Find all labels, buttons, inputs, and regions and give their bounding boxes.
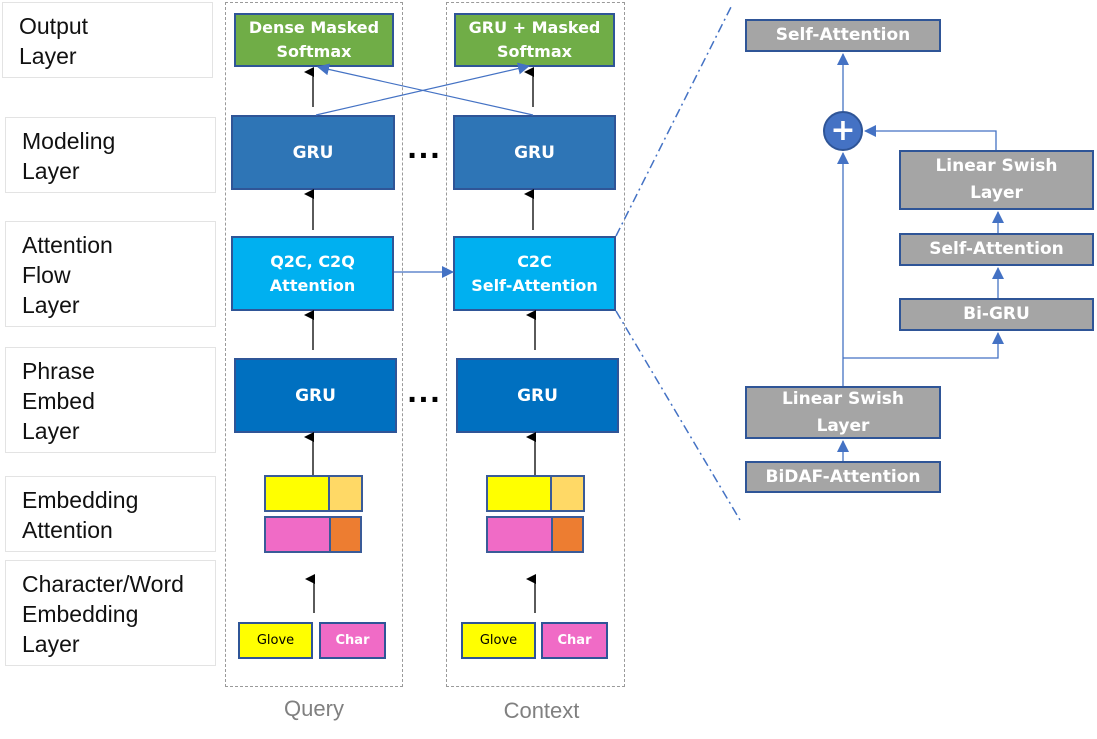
context-embedding-char-segment — [486, 516, 553, 553]
detail-self-attention-inner: Self-Attention — [899, 233, 1094, 266]
context-caption: Context — [503, 698, 580, 723]
layer-label-output: Output Layer — [2, 2, 213, 78]
context-column — [446, 2, 625, 687]
query-caption: Query — [284, 696, 344, 721]
zoom-line-top — [615, 6, 732, 237]
plus-icon: + — [823, 111, 863, 151]
query-modeling-gru: GRU — [231, 115, 395, 190]
layer-label-modeling: Modeling Layer — [5, 117, 216, 193]
context-modeling-gru: GRU — [453, 115, 616, 190]
context-phrase-gru: GRU — [456, 358, 619, 433]
detail-linear-swish-left: Linear Swish Layer — [745, 386, 941, 439]
query-embedding-char-segment — [264, 516, 331, 553]
layer-label-char-word-embedding: Character/Word Embedding Layer — [5, 560, 216, 666]
query-embedding-glove-attention-segment — [328, 475, 363, 512]
query-glove-input: Glove — [238, 622, 313, 659]
query-column — [225, 2, 403, 687]
layer-label-embedding-attention: Embedding Attention — [5, 476, 216, 552]
layer-label-attention-flow: Attention Flow Layer — [5, 221, 216, 327]
context-glove-input: Glove — [461, 622, 536, 659]
context-embedding-char-attention-segment — [551, 516, 584, 553]
arrow-linear-swish-to-plus-side — [864, 125, 997, 150]
context-c2c-self-attention: C2C Self-Attention — [453, 236, 616, 311]
detail-self-attention-output: Self-Attention — [745, 19, 941, 52]
query-char-input: Char — [319, 622, 386, 659]
arrow-branch-to-bi-gru — [843, 332, 1004, 359]
context-embedding-glove-segment — [486, 475, 552, 512]
detail-bidaf-attention: BiDAF-Attention — [745, 461, 941, 493]
ellipsis-modeling: ... — [407, 128, 442, 166]
context-char-input: Char — [541, 622, 608, 659]
query-embedding-glove-segment — [264, 475, 330, 512]
zoom-line-bottom — [615, 310, 741, 521]
context-gru-masked-softmax: GRU + Masked Softmax — [454, 13, 615, 67]
detail-bi-gru: Bi-GRU — [899, 298, 1094, 331]
layer-label-phrase-embed: Phrase Embed Layer — [5, 347, 216, 453]
query-dense-masked-softmax: Dense Masked Softmax — [234, 13, 394, 67]
query-phrase-gru: GRU — [234, 358, 397, 433]
ellipsis-phrase: ... — [407, 372, 442, 410]
context-embedding-glove-attention-segment — [550, 475, 585, 512]
query-q2c-c2q-attention: Q2C, C2Q Attention — [231, 236, 394, 311]
query-embedding-char-attention-segment — [329, 516, 362, 553]
detail-linear-swish-right: Linear Swish Layer — [899, 150, 1094, 210]
